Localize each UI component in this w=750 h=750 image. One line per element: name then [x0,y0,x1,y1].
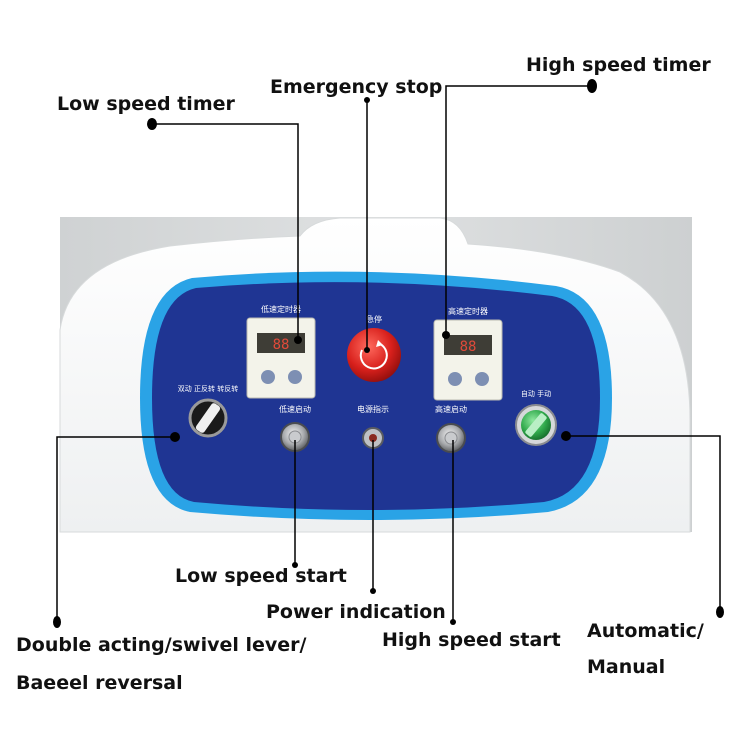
high-speed-start-label: High speed start [382,629,561,651]
high-timer-display-text: 88 [460,339,477,355]
dot-high-speed-start [450,619,456,625]
dot-high-speed-timer [587,79,597,93]
dot-double-acting-start [170,432,180,442]
dot-emergency-stop-end [364,347,370,353]
dot-power-indication [370,588,376,594]
high-timer-caption-text: 高速定时器 [448,306,488,316]
low-timer-caption-text: 低速定时器 [261,304,301,314]
automatic-label-line1: Automatic/ [587,620,704,642]
power-caption-text: 电源指示 [357,404,389,414]
low-speed-start-label: Low speed start [175,565,347,587]
leader-automatic-manual [566,435,721,612]
emergency-stop-device [347,328,401,382]
dot-low-timer-end [294,336,302,344]
high-speed-timer-device: 88 [433,319,503,401]
low-speed-start-device [280,422,310,452]
high-start-caption-text: 高速启动 [435,404,467,414]
leader-low-speed-timer [152,123,299,340]
dot-automatic-manual [716,606,724,618]
emergency-stop-label: Emergency stop [270,76,443,98]
auto-manual-switch-device [515,404,557,446]
low-start-caption-text: 低速启动 [279,404,311,414]
automatic-label-line2: Manual [587,656,666,678]
double-acting-label-line1: Double acting/swivel lever/ [16,634,307,656]
power-indication-label: Power indication [266,601,446,623]
leader-high-speed-timer [445,85,592,335]
dot-emergency-stop-top [364,97,370,103]
dot-double-acting [53,616,61,628]
low-timer-display-text: 88 [273,337,290,353]
dot-low-speed-start [292,562,298,568]
double-acting-label-line2: Baeeel reversal [16,672,183,694]
dot-auto-manual-start [561,431,571,441]
auto-manual-caption-text: 自动 手动 [521,389,551,398]
leader-double-acting [56,436,175,622]
dot-low-speed-timer [147,118,157,130]
selector-switch-left [188,398,228,438]
dot-high-timer-end [442,331,450,339]
high-speed-timer-label: High speed timer [526,54,711,76]
low-speed-timer-label: Low speed timer [57,93,235,115]
selector-caption-text: 双动 正反转 转反转 [178,384,238,393]
high-speed-start-device [436,423,466,453]
estop-caption-text: 急停 [366,314,382,324]
